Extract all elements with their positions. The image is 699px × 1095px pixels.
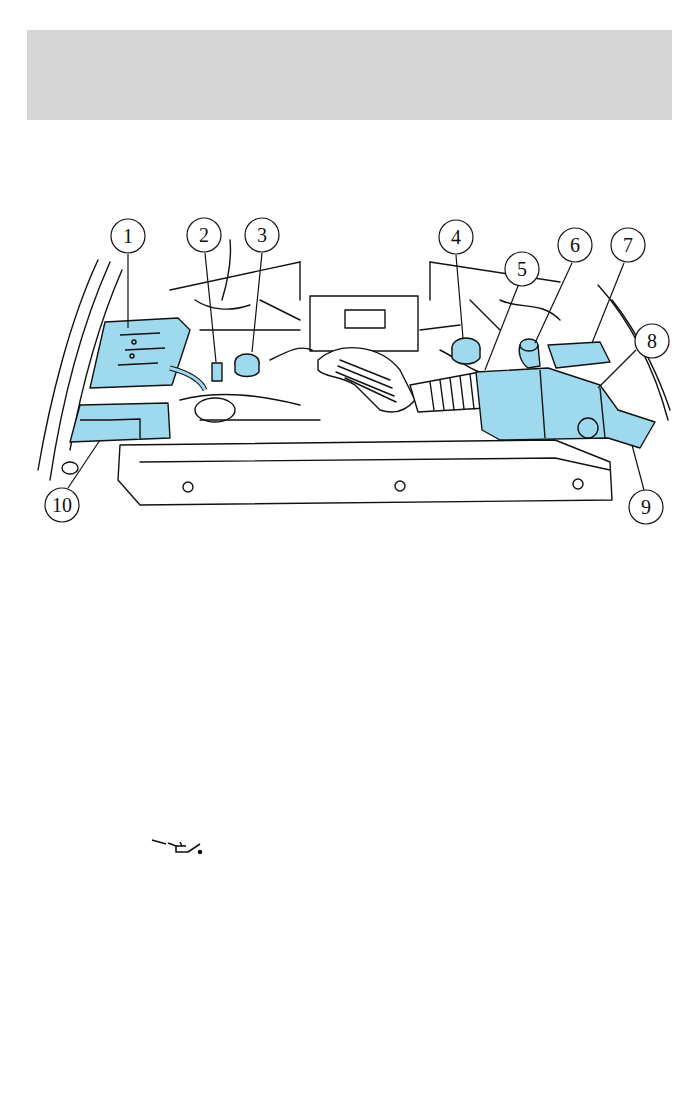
callout-number: 2	[189, 223, 219, 247]
callout-number: 5	[507, 257, 537, 281]
callout-number: 10	[47, 493, 77, 517]
callout-number: 6	[560, 233, 590, 257]
part-5	[476, 368, 655, 448]
callout-number: 4	[441, 225, 471, 249]
callout-number: 3	[247, 223, 277, 247]
part-7	[548, 342, 610, 368]
callout-number: 9	[631, 495, 661, 519]
callout-number: 7	[613, 233, 643, 257]
part-10	[70, 403, 170, 442]
header-band	[27, 30, 672, 120]
callout-number: 1	[113, 224, 143, 248]
oil-can-icon	[152, 840, 202, 854]
part-2	[212, 363, 222, 381]
callout-number: 8	[637, 329, 667, 353]
part-1	[90, 318, 190, 388]
